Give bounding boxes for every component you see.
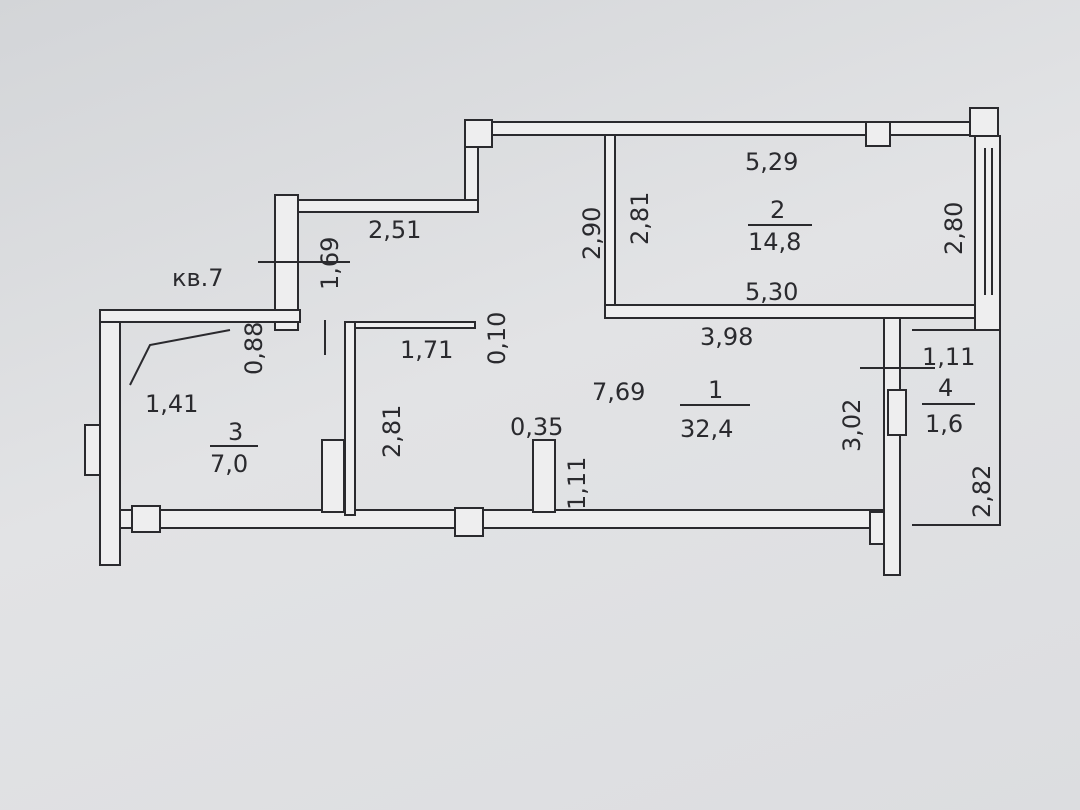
partition-horizontal: [354, 321, 476, 329]
room4-outline: [912, 329, 1001, 526]
pillar: [131, 505, 161, 533]
dim-label: 1,41: [145, 390, 198, 418]
dim-label: 0,88: [240, 322, 268, 375]
dim-label: 5,29: [745, 148, 798, 176]
dim-label: 1,71: [400, 336, 453, 364]
wall-room1-right: [883, 317, 901, 576]
dim-label: 5,30: [745, 278, 798, 306]
dim-label: 0,10: [483, 312, 511, 365]
pillar: [969, 107, 999, 137]
dim-label: 3,02: [838, 399, 866, 452]
room-area: 32,4: [680, 415, 733, 443]
room-number: 2: [770, 196, 785, 224]
wall-room2-left: [604, 134, 616, 314]
bath-fixture: [129, 329, 231, 386]
dim-label: 1,11: [563, 457, 591, 510]
pillar: [865, 121, 891, 147]
walls: [84, 107, 1001, 576]
apartment-label: кв.7: [172, 264, 224, 292]
door-room4: [887, 389, 907, 436]
room-area: 1,6: [925, 410, 963, 438]
room-number: 4: [938, 374, 953, 402]
partition-room3: [344, 321, 356, 516]
wall-room3-left: [99, 321, 121, 566]
dim-label: 2,51: [368, 216, 421, 244]
wall-right: [974, 135, 1001, 331]
labels: кв.7 2,51 1,69 2,90 2,81 5,29 2 14,8 2,8…: [145, 148, 996, 518]
wall-bottom: [119, 509, 901, 529]
column: [532, 439, 556, 513]
pillar: [464, 119, 493, 148]
dim-label: 2,82: [968, 465, 996, 518]
wall: [274, 199, 479, 213]
dim-label: 2,80: [940, 202, 968, 255]
room-area: 7,0: [210, 450, 248, 478]
dim-label: 7,69: [592, 378, 645, 406]
wall-room3-top: [99, 309, 301, 323]
wall-room2-bottom: [604, 304, 1001, 319]
pillar: [454, 507, 484, 537]
room-number: 1: [708, 376, 723, 404]
door-room3: [321, 439, 345, 513]
dim-label: 3,98: [700, 323, 753, 351]
dim-label: 0,35: [510, 413, 563, 441]
room-number: 3: [228, 418, 243, 446]
dim-label: 1,69: [316, 237, 344, 290]
dim-label: 2,81: [378, 405, 406, 458]
dim-label: 2,81: [626, 192, 654, 245]
dim-label: 1,11: [922, 343, 975, 371]
dim-label: 2,90: [578, 207, 606, 260]
room-area: 14,8: [748, 228, 801, 256]
wall-top: [477, 121, 976, 136]
window-left: [84, 424, 101, 476]
